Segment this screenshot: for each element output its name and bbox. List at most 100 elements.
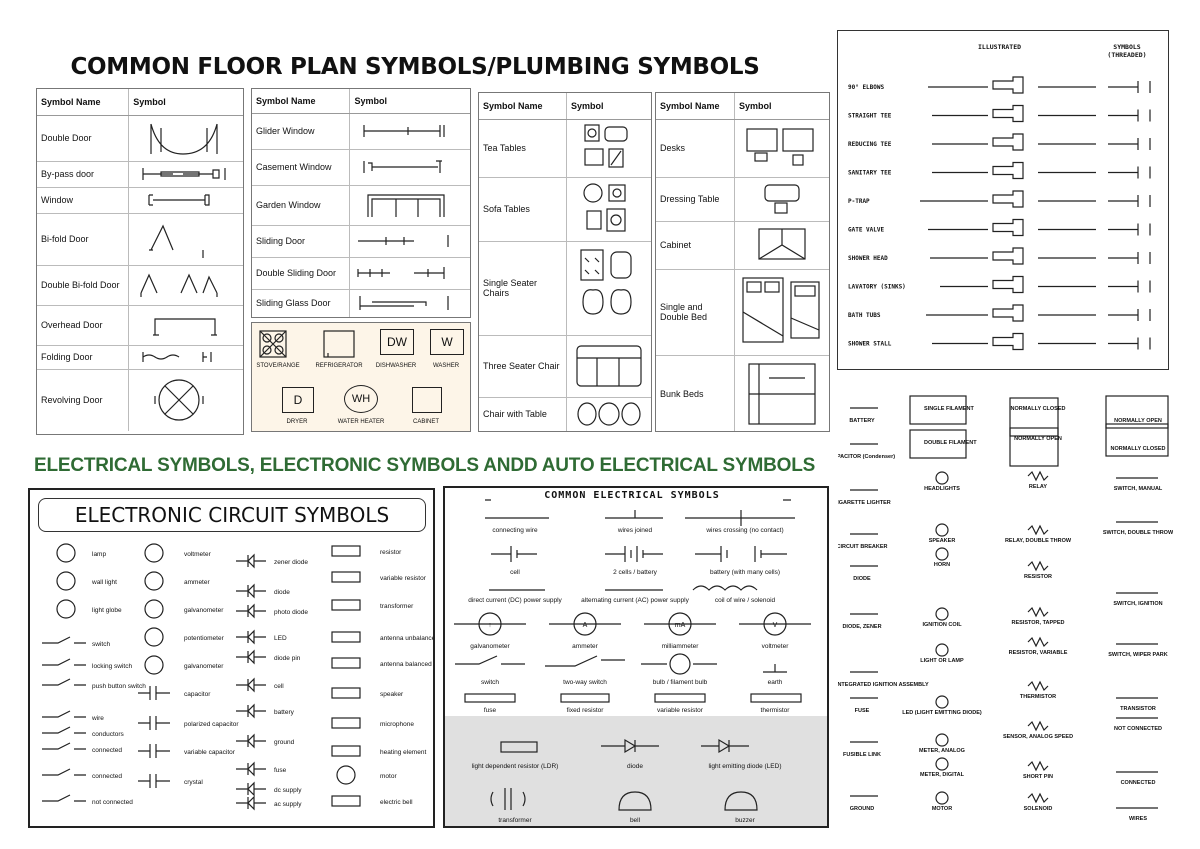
auto-symbol	[935, 643, 949, 657]
plumbing-panel: ILLUSTRATED SYMBOLS (THREADED) 90° ELBOW…	[837, 30, 1169, 370]
component-symbol	[138, 774, 170, 788]
meter-symbol	[763, 612, 787, 636]
component-label: battery	[274, 709, 295, 716]
label-stove: STOVE/RANGE	[256, 363, 300, 369]
component-label: lamp	[92, 551, 106, 558]
component-symbol	[236, 733, 266, 749]
plumbing-label: LAVATORY (SINKS)	[848, 284, 906, 291]
row-double-door: Double Door	[37, 114, 129, 161]
fitting-illustration	[992, 218, 1024, 237]
auto-label: RESISTOR, VARIABLE	[1009, 650, 1068, 656]
row-glider-window: Glider Window	[252, 112, 350, 149]
symbol-label: direct current (DC) power supply	[468, 597, 562, 604]
auto-label: HORN	[934, 562, 950, 568]
auto-label: NORMALLY OPEN	[1014, 436, 1062, 442]
auto-symbol	[935, 757, 949, 771]
component-symbol	[331, 657, 361, 669]
refrigerator-icon	[323, 330, 355, 358]
auto-symbol	[935, 471, 949, 485]
meter-symbol	[478, 612, 502, 636]
meter-letter: A	[583, 622, 588, 629]
stove-icon	[259, 330, 287, 358]
symbol-label: ammeter	[572, 643, 598, 650]
component-label: connected	[92, 773, 122, 780]
component-label: LED	[274, 635, 287, 642]
component-symbol	[56, 571, 76, 591]
plumbing-label: 90° ELBOWS	[848, 84, 885, 91]
fitting-illustration	[992, 275, 1024, 294]
fitting-illustration	[992, 161, 1024, 180]
col-symbols: SYMBOLS (THREADED)	[1107, 43, 1147, 59]
meter-letter: ↑	[488, 622, 492, 629]
component-symbol	[42, 742, 86, 750]
component-symbol	[236, 553, 266, 569]
component-symbol	[331, 599, 361, 611]
fitting-illustration	[992, 76, 1024, 94]
component-label: cell	[274, 683, 284, 690]
auto-label: RELAY, DOUBLE THROW	[1005, 538, 1072, 544]
plumbing-label: P-TRAP	[848, 198, 870, 205]
symbol-label: wires joined	[617, 527, 653, 534]
component-label: diode	[274, 589, 290, 596]
fitting-symbol	[1108, 81, 1151, 93]
component-label: crystal	[184, 779, 203, 786]
component-label: variable capacitor	[184, 749, 236, 756]
component-label: photo diode	[274, 609, 308, 616]
component-symbol	[236, 703, 266, 719]
diode-symbols	[601, 738, 749, 754]
auto-label: RESISTOR, TAPPED	[1012, 620, 1065, 626]
symbol-label: two-way switch	[563, 679, 607, 686]
header-symbol: Symbol	[128, 89, 243, 116]
electronic-title: ELECTRONIC CIRCUIT SYMBOLS	[38, 498, 426, 532]
component-symbol	[236, 649, 266, 665]
auto-label: HEADLIGHTS	[924, 486, 960, 492]
row-desks: Desks	[656, 118, 735, 177]
row-double-bifold-door: Double Bi-fold Door	[37, 264, 129, 305]
component-label: zener diode	[274, 559, 308, 566]
auto-symbol	[935, 733, 949, 747]
auto-label: WIRES	[1129, 816, 1147, 822]
component-symbol	[42, 710, 86, 718]
component-label: conductors	[92, 731, 125, 738]
label-dryer: DRYER	[286, 419, 308, 425]
header-symbol-name: Symbol Name	[252, 89, 350, 114]
row-tea-tables: Tea Tables	[479, 118, 567, 177]
meter-symbol	[668, 612, 692, 636]
common-electrical-title: COMMON ELECTRICAL SYMBOLS	[544, 490, 720, 501]
component-symbol	[144, 571, 164, 591]
symbol-label: 2 cells / battery	[613, 569, 657, 576]
component-symbol	[236, 761, 266, 777]
header-symbol: Symbol	[349, 89, 470, 114]
row-cabinet: Cabinet	[656, 220, 735, 269]
component-label: speaker	[380, 691, 404, 698]
component-label: potentiometer	[184, 635, 225, 642]
fuse-symbol	[464, 693, 516, 703]
auto-label: SWITCH, MANUAL	[1114, 486, 1163, 492]
ldr-symbol	[500, 741, 538, 753]
auto-symbol	[1027, 720, 1049, 732]
symbol-label: bulb / filament bulb	[653, 679, 708, 686]
component-symbol	[331, 745, 361, 757]
component-label: transformer	[380, 603, 414, 610]
symbol-label: battery (with many cells)	[710, 569, 780, 576]
component-symbol	[331, 687, 361, 699]
symbol-label: switch	[481, 679, 499, 686]
auto-label: DIODE	[853, 576, 871, 582]
component-symbol	[138, 744, 170, 758]
component-label: microphone	[380, 721, 414, 728]
symbol-label: buzzer	[735, 817, 755, 824]
auto-label: RELAY	[1029, 484, 1047, 490]
component-symbol	[331, 631, 361, 643]
dishwasher-icon: DW	[380, 329, 414, 355]
component-symbol	[42, 794, 86, 802]
symbol-label: diode	[627, 763, 643, 770]
fitting-symbol	[1108, 280, 1151, 293]
row-revolving-door: Revolving Door	[37, 368, 129, 431]
auto-electrical-panel: BATTERYCAPACITOR (Condenser)CIGARETTE LI…	[838, 380, 1173, 825]
symbol-label: cell	[510, 569, 520, 576]
row-window: Window	[37, 186, 129, 213]
auto-label: FUSIBLE LINK	[843, 752, 881, 758]
